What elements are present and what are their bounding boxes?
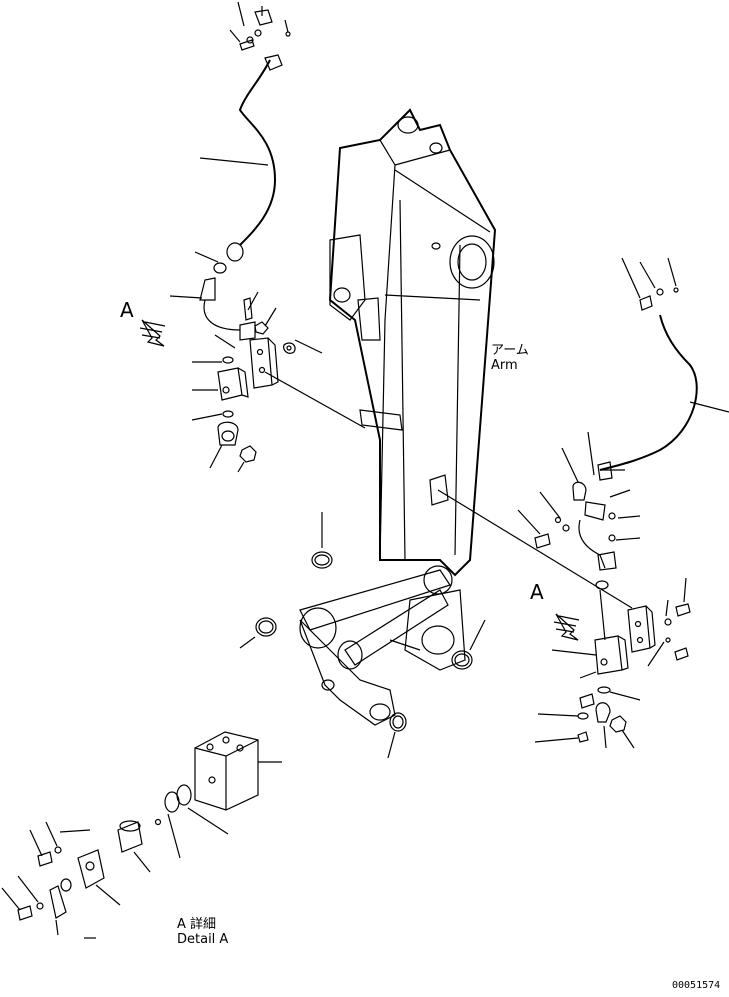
- view-a-label-right: A: [530, 580, 544, 604]
- left-valve-group: [191, 291, 366, 473]
- right-fittings: [437, 431, 641, 609]
- left-top-fittings: [229, 1, 291, 51]
- arm-label-en: Arm: [491, 358, 518, 373]
- detail-a: [1, 731, 282, 939]
- view-arrow-right: [553, 613, 580, 641]
- view-arrow-left: [139, 319, 166, 347]
- view-a-label-left: A: [120, 298, 134, 322]
- arm: [328, 108, 497, 671]
- detail-label-jp: A 詳細: [177, 917, 217, 932]
- bucket-link: [299, 569, 451, 726]
- right-hose: [597, 257, 729, 481]
- drawing-number: 00051574: [672, 980, 721, 991]
- o-rings: [239, 512, 486, 759]
- arm-label-jp: アーム: [491, 343, 529, 358]
- right-valve-group: [534, 577, 691, 749]
- left-hose: [169, 54, 283, 341]
- detail-label-en: Detail A: [177, 932, 229, 947]
